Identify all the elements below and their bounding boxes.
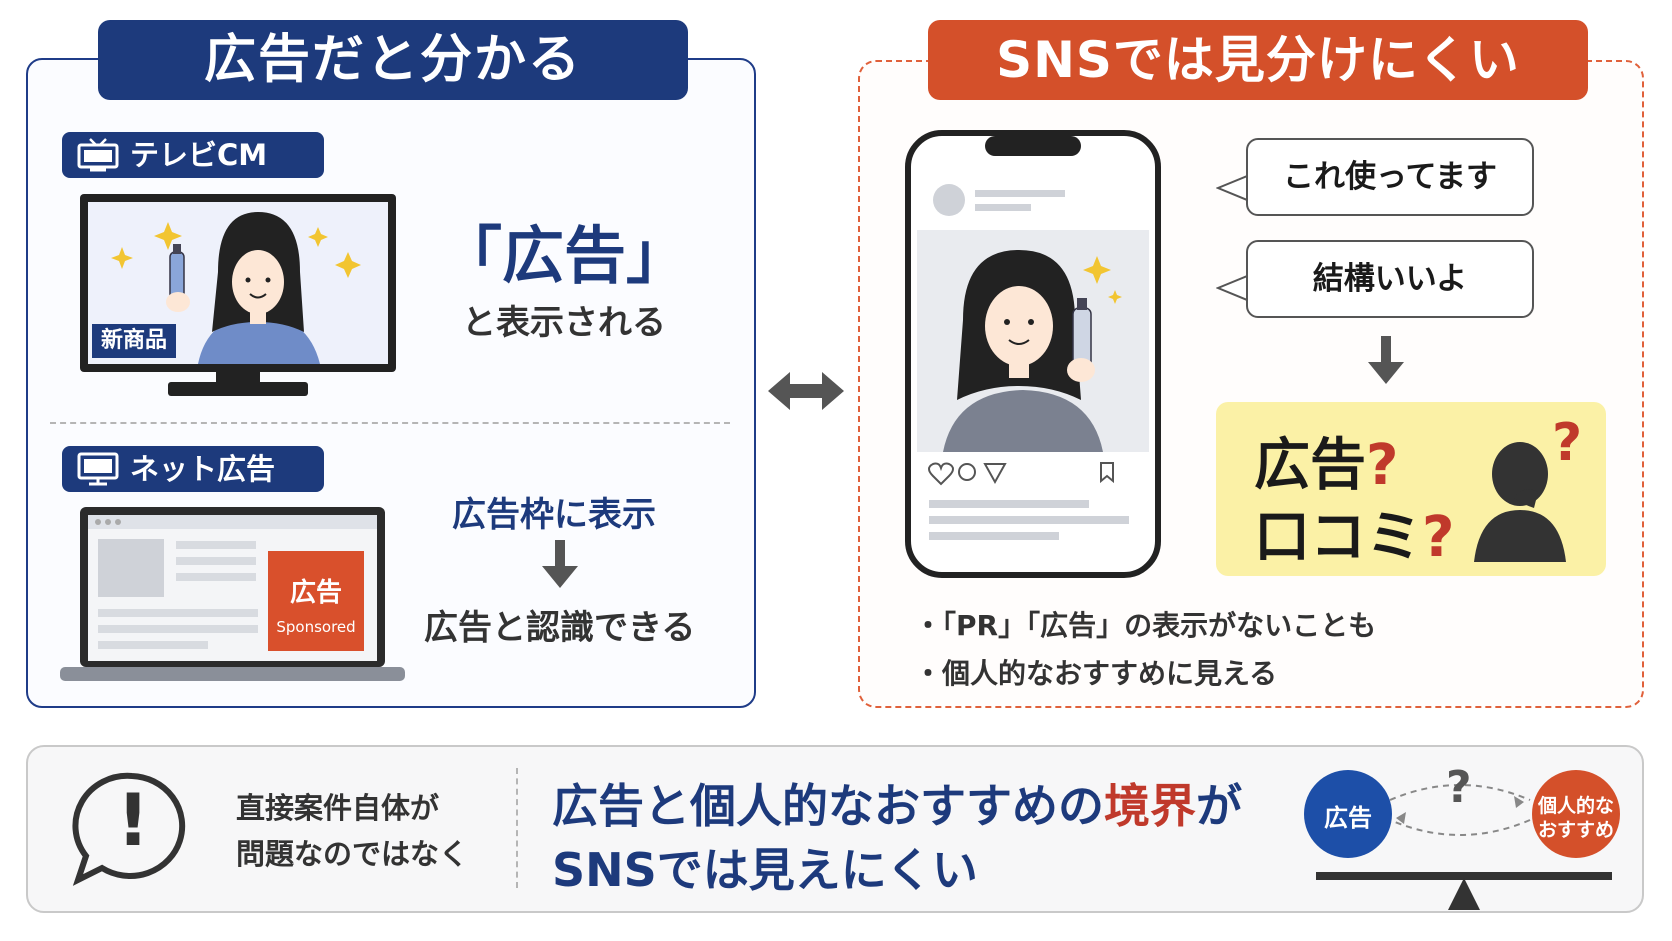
double-arrow-icon bbox=[768, 372, 844, 410]
bottom-note-line1: 直接案件自体が bbox=[236, 791, 440, 825]
exclamation-mark: ! bbox=[116, 778, 150, 862]
left-divider bbox=[50, 422, 730, 424]
bottom-summary-bar bbox=[26, 745, 1644, 913]
bottom-message-line1: 広告と個人的なおすすめの境界が bbox=[552, 779, 1242, 833]
net-line1: 広告枠に表示 bbox=[452, 495, 656, 535]
balance-scale-illustration bbox=[1304, 770, 1620, 910]
exclamation-bubble-icon bbox=[72, 772, 186, 886]
laptop-illustration bbox=[60, 507, 405, 681]
tv-subline: と表示される bbox=[462, 303, 666, 343]
bottom-message-line2: SNSでは見えにくい bbox=[552, 843, 978, 897]
net-ad-tag-label: ネット広告 bbox=[130, 452, 276, 486]
right-panel-title: SNSでは見分けにくい bbox=[928, 20, 1588, 100]
question-box-line1: 広告? bbox=[1254, 433, 1399, 498]
tv-cm-tag: テレビCM bbox=[62, 132, 324, 178]
bottom-divider bbox=[516, 768, 518, 888]
person-question-mark: ? bbox=[1552, 413, 1582, 473]
down-arrow-icon bbox=[542, 540, 578, 588]
tv-cm-tag-label: テレビCM bbox=[130, 138, 268, 172]
net-line2: 広告と認識できる bbox=[424, 608, 696, 648]
speech-bubble-2: 結構いいよ bbox=[1246, 240, 1534, 318]
scale-right-label: 個人的な おすすめ bbox=[1537, 795, 1614, 841]
scale-question-mark: ? bbox=[1446, 762, 1472, 813]
monitor-icon bbox=[77, 452, 119, 486]
ad-slot-label: 広告 bbox=[289, 578, 342, 608]
scale-left-label: 広告 bbox=[1324, 804, 1372, 832]
down-arrow-right-icon bbox=[1368, 336, 1404, 384]
tv-illustration bbox=[80, 194, 396, 396]
bullet-1: ・「PR」「広告」の表示がないことも bbox=[914, 609, 1377, 642]
bullet-2: ・個人的なおすすめに見える bbox=[914, 657, 1278, 690]
tv-icon bbox=[77, 138, 119, 172]
smartphone-illustration bbox=[905, 130, 1161, 578]
bottom-note-line2: 問題なのではなく bbox=[236, 837, 469, 871]
speech-bubble-1: これ使ってます bbox=[1246, 138, 1534, 216]
question-box-line2: 口コミ? bbox=[1254, 505, 1455, 570]
ad-slot-sponsored: Sponsored bbox=[276, 618, 356, 636]
thinking-person-icon: ? bbox=[1474, 413, 1582, 562]
net-ad-tag: ネット広告 bbox=[62, 446, 324, 492]
left-panel-title: 広告だと分かる bbox=[98, 20, 688, 100]
boundary-highlight: 境界 bbox=[1104, 779, 1196, 833]
bottom-note: 直接案件自体が 問題なのではなく bbox=[236, 785, 468, 877]
tv-new-product-badge: 新商品 bbox=[100, 328, 167, 353]
tv-headline: 「広告」 bbox=[440, 219, 689, 292]
